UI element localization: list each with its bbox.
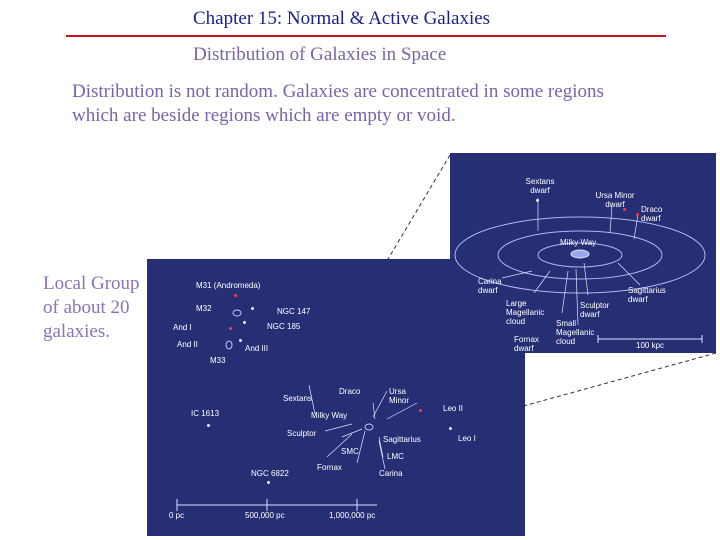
ngc185-dot	[243, 321, 246, 324]
leo-i-dot	[449, 427, 452, 430]
label-milky-way: Milky Way	[311, 411, 348, 420]
inset-label-lmc: Large Magellanic cloud	[506, 299, 545, 326]
label-ic1613: IC 1613	[191, 409, 220, 418]
inset-label-fornax: Fornax dwarf	[514, 335, 539, 353]
inset-label-milky-way: Milky Way	[560, 238, 597, 247]
label-m31: M31 (Andromeda)	[196, 281, 261, 290]
ngc6822-dot	[267, 481, 270, 484]
chapter-title: Chapter 15: Normal & Active Galaxies	[193, 8, 491, 29]
inset-label-carina: Carina dwarf	[478, 277, 502, 295]
label-sculptor: Sculptor	[287, 429, 317, 438]
title-rule	[66, 35, 666, 37]
inset-label-draco: Draco dwarf	[641, 205, 663, 223]
label-smc: SMC	[341, 447, 359, 456]
inset-graphics	[454, 198, 706, 343]
leo-ii-dot	[419, 409, 422, 412]
inset-label-sextans: Sextans dwarf	[525, 177, 555, 195]
label-and-iii: And III	[245, 344, 269, 353]
label-sextans: Sextans	[283, 394, 312, 403]
label-m32: M32	[196, 304, 212, 313]
ursa-minor-dot	[623, 208, 626, 211]
label-ngc6822: NGC 6822	[251, 469, 289, 478]
and-iii-dot	[239, 339, 242, 342]
scale-tick-1m: 1,000,000 pc	[329, 511, 376, 520]
label-sagittarius: Sagittarius	[383, 435, 421, 444]
inset-label-smc: Small Magellanic cloud	[556, 319, 595, 346]
inset-label-sagittarius: Sagittarius dwarf	[628, 286, 666, 304]
inset-scale-label: 100 kpc	[636, 341, 665, 350]
ngc147-dot	[251, 307, 254, 310]
label-leo-i: Leo I	[458, 434, 476, 443]
inset-label-sculptor: Sculptor dwarf	[580, 301, 610, 319]
slide-subtitle: Distribution of Galaxies in Space	[193, 44, 447, 65]
label-and-i: And I	[173, 323, 192, 332]
label-and-ii: And II	[177, 340, 198, 349]
local-group-graphics	[176, 309, 418, 511]
label-ursa-minor: Ursa Minor	[389, 387, 410, 405]
body-paragraph: Distribution is not random. Galaxies are…	[72, 81, 604, 126]
milky-way-inset: Sextans dwarf Ursa Minor dwarf Draco dwa…	[450, 153, 716, 353]
sextans-dot	[536, 199, 539, 202]
m31-dot	[234, 294, 237, 297]
label-ngc185: NGC 185	[267, 322, 301, 331]
inset-label-ursa-minor: Ursa Minor dwarf	[595, 191, 635, 209]
label-lmc: LMC	[387, 452, 404, 461]
label-leo-ii: Leo II	[443, 404, 464, 413]
label-m33: M33	[210, 356, 226, 365]
scale-tick-500k: 500,000 pc	[245, 511, 285, 520]
scale-tick-0: 0 pc	[169, 511, 185, 520]
label-draco: Draco	[339, 387, 361, 396]
draco-dot	[636, 213, 639, 216]
ic1613-dot	[207, 424, 210, 427]
label-carina: Carina	[379, 469, 403, 478]
label-fornax: Fornax	[317, 463, 342, 472]
and-i-dot	[229, 327, 232, 330]
local-group-caption: Local Group of about 20 galaxies.	[43, 273, 140, 342]
label-ngc147: NGC 147	[277, 307, 311, 316]
